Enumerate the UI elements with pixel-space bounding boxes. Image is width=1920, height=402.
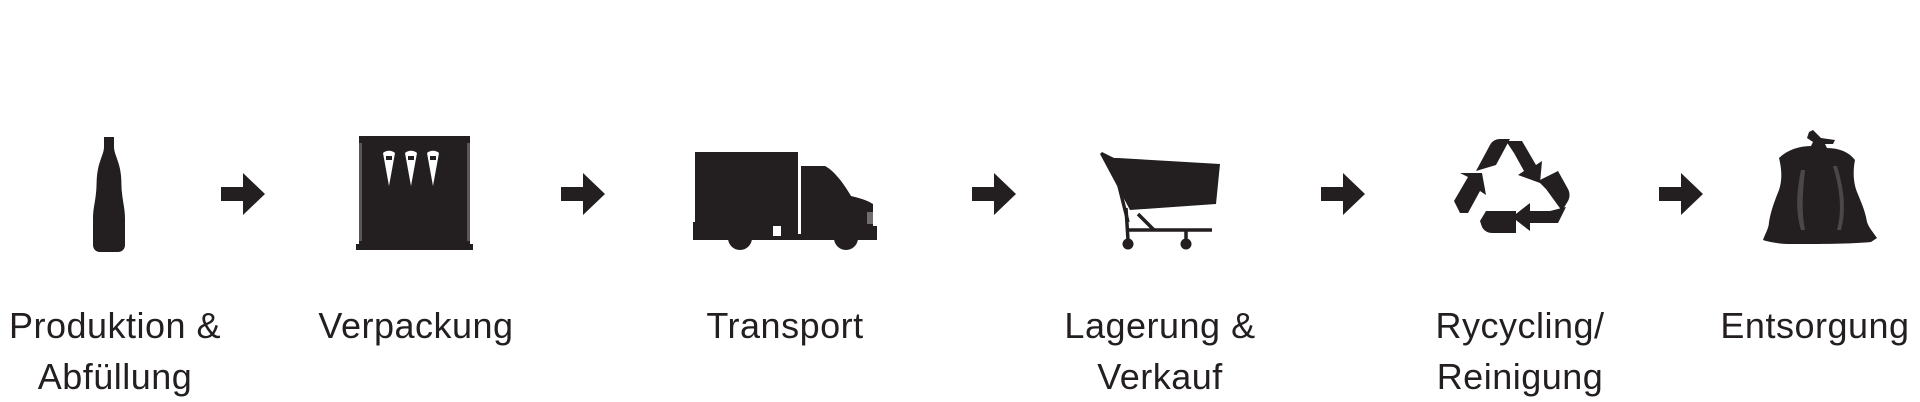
crate-icon	[356, 136, 473, 250]
step-label-recycling: Rycycling/ Reinigung	[1405, 300, 1635, 402]
bottle-icon	[92, 137, 126, 252]
step-label-packaging: Verpackung	[311, 300, 521, 351]
step-label-production: Produktion & Abfüllung	[0, 300, 230, 402]
label-line: Reinigung	[1436, 356, 1604, 397]
label-line: Rycycling/	[1435, 305, 1605, 346]
arrow-right-icon	[1321, 173, 1365, 215]
step-label-transport: Transport	[680, 300, 890, 351]
shopping-cart-icon	[1100, 152, 1220, 250]
arrow-right-icon	[1659, 173, 1703, 215]
label-line: Transport	[706, 305, 864, 346]
label-line: Verkauf	[1097, 356, 1223, 397]
step-label-storage-sales: Lagerung & Verkauf	[1045, 300, 1275, 402]
arrow-right-icon	[221, 173, 265, 215]
arrow-right-icon	[561, 173, 605, 215]
trash-bag-icon	[1761, 130, 1879, 250]
label-line: Verpackung	[318, 305, 514, 346]
truck-icon	[693, 152, 877, 250]
label-line: Abfüllung	[37, 356, 193, 397]
step-label-disposal: Entsorgung	[1712, 300, 1918, 351]
arrow-right-icon	[972, 173, 1016, 215]
label-line: Entsorgung	[1720, 305, 1910, 346]
label-line: Produktion &	[8, 305, 222, 346]
label-line: Lagerung &	[1064, 305, 1256, 346]
recycling-icon	[1452, 137, 1570, 251]
